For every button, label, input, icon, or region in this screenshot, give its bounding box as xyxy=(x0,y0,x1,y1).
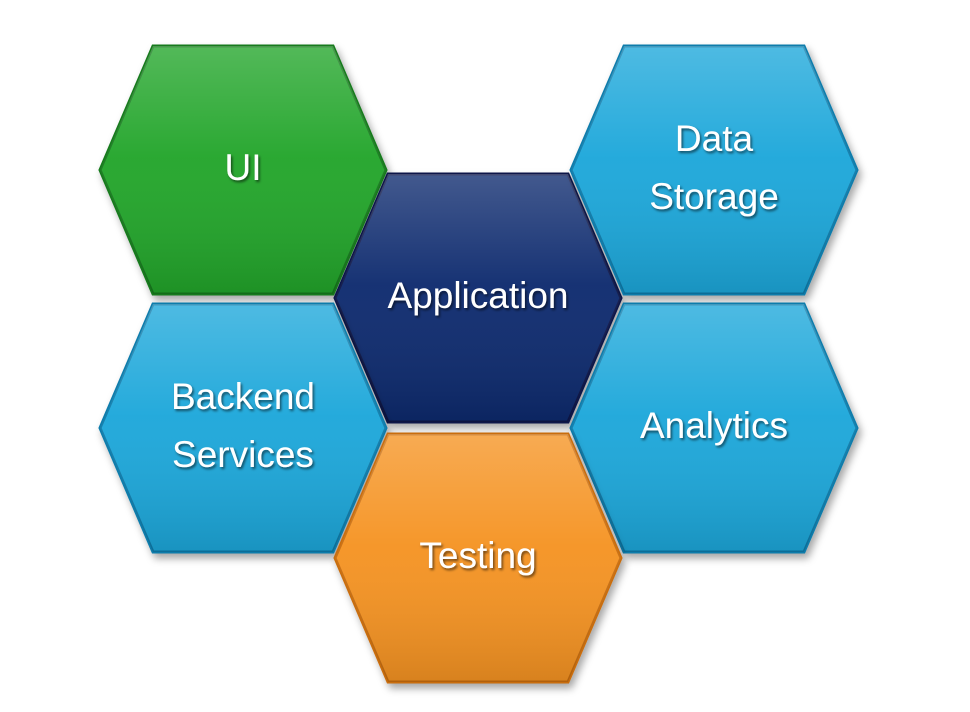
hexagon-ui: UI xyxy=(98,44,388,296)
hexagon-sheen-data-storage xyxy=(571,46,857,294)
hexagon-label-backend-services-line1: Backend xyxy=(171,376,315,417)
hexagon-sheen-application xyxy=(335,174,621,422)
hexagon-sheen-analytics xyxy=(571,304,857,552)
hexagon-testing: Testing xyxy=(333,432,623,684)
hexagon-sheen-ui xyxy=(100,46,386,294)
hexagon-analytics: Analytics xyxy=(569,302,859,554)
hexagon-application: Application xyxy=(333,172,623,424)
hexagon-sheen-backend-services xyxy=(100,304,386,552)
hexagon-label-application: Application xyxy=(387,275,568,316)
hexagon-label-ui: UI xyxy=(225,147,262,188)
hexagon-label-testing: Testing xyxy=(419,535,536,576)
hexagon-label-backend-services-line2: Services xyxy=(172,434,314,475)
hexagon-label-data-storage-line2: Storage xyxy=(649,176,779,217)
hexagon-label-analytics: Analytics xyxy=(640,405,788,446)
hexagon-sheen-testing xyxy=(335,434,621,682)
hexagon-label-data-storage-line1: Data xyxy=(675,118,754,159)
